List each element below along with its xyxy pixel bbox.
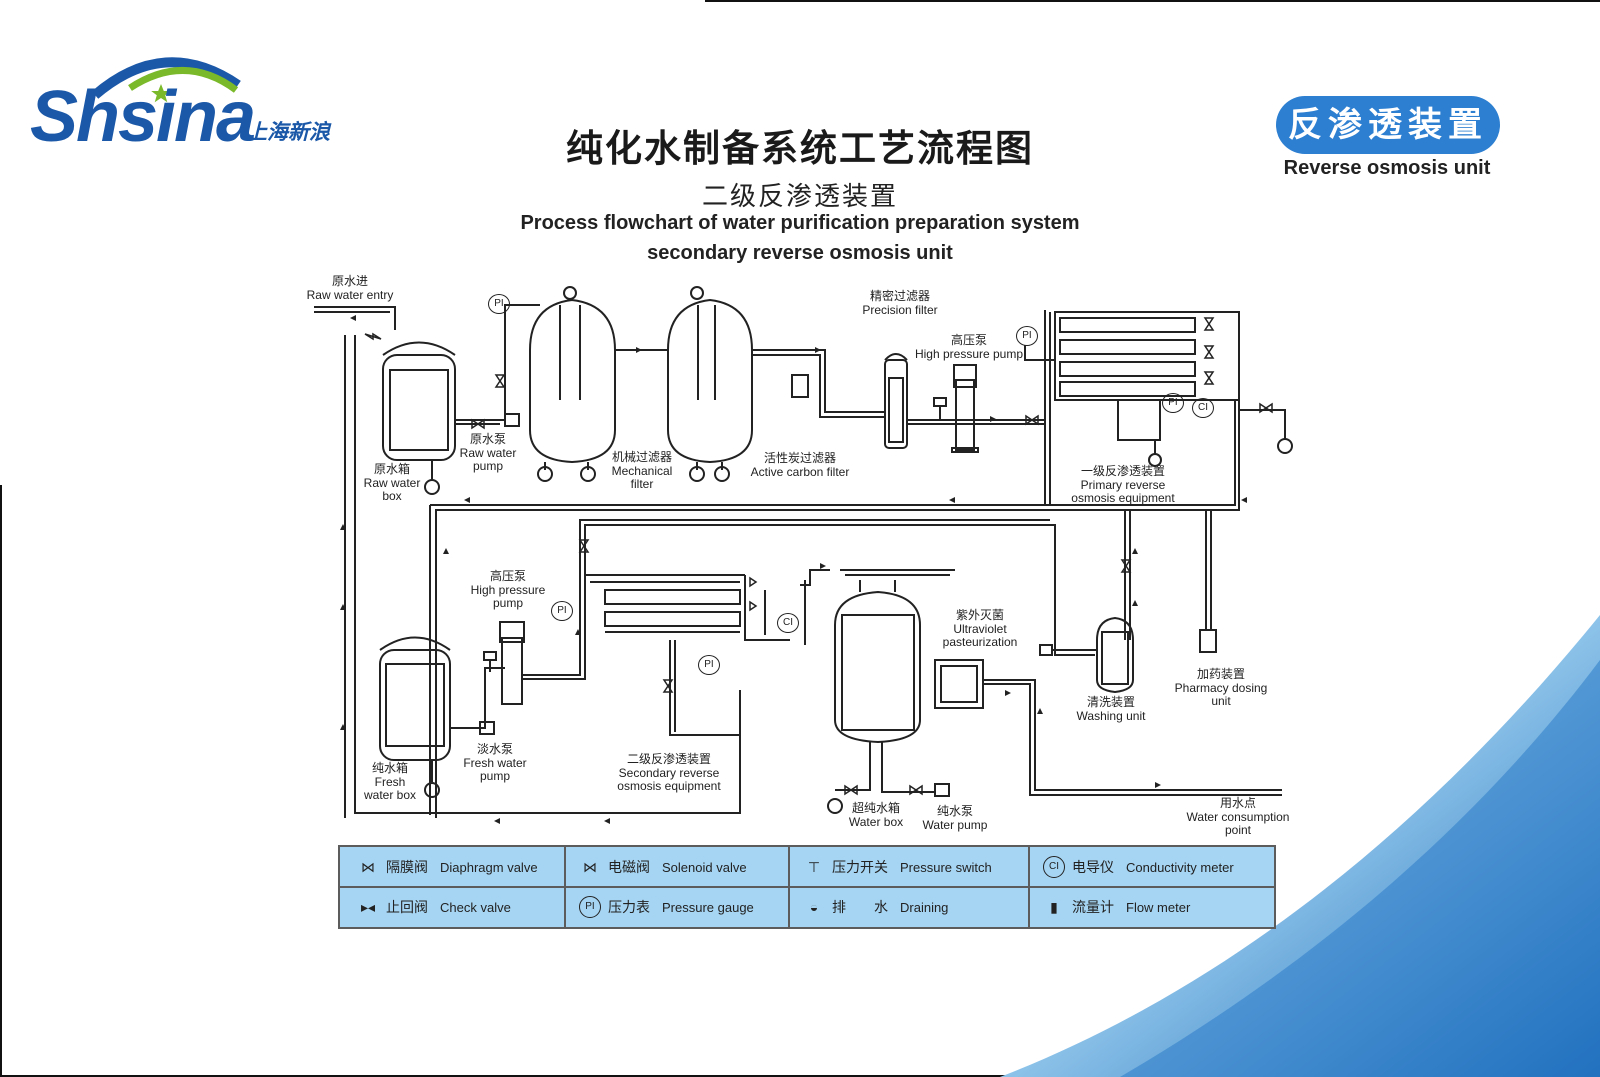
label-washing-unit: 清洗装置 Washing unit (1076, 695, 1146, 723)
logo-arc-blue (91, 57, 241, 99)
label-high-pressure-pump-2: 高压泵 High pressure pump (470, 569, 546, 610)
pressure-gauge-icon: PI (488, 294, 510, 314)
legend-pressure-switch: ⊤ 压力开关 Pressure switch (796, 847, 992, 887)
label-mechanical-filter: 机械过滤器 Mechanical filter (611, 450, 673, 491)
pressure-gauge-icon: PI (1016, 326, 1038, 346)
brand-logo-cn: 上海新浪 (246, 120, 330, 144)
pressure-gauge-icon: PI (1162, 393, 1184, 413)
label-water-consumption-point: 用水点 Water consumption point (1186, 796, 1290, 837)
legend-check-valve: ▸◂ 止回阀 Check valve (350, 887, 511, 927)
legend-draining: ◒ 排 水 Draining (796, 887, 949, 927)
legend-pressure-gauge: PI 压力表 Pressure gauge (572, 887, 754, 927)
legend-conductivity-meter: CI 电导仪 Conductivity meter (1036, 847, 1234, 887)
pressure-gauge-icon: PI (698, 655, 720, 675)
label-fresh-water-pump: 淡水泵 Fresh water pump (463, 742, 527, 783)
page-title-en-line2: secondary reverse osmosis unit (647, 242, 953, 264)
label-pharmacy-dosing: 加药装置 Pharmacy dosing unit (1174, 667, 1268, 708)
label-raw-water-box: 原水箱 Raw water box (363, 462, 421, 503)
legend-diaphragm-valve: ⋈ 隔膜阀 Diaphragm valve (350, 847, 538, 887)
label-primary-ro: 一级反渗透装置 Primary reverse osmosis equipmen… (1071, 464, 1175, 505)
legend-divider (564, 847, 566, 927)
legend-divider (340, 886, 1274, 888)
solenoid-valve-icon: ⋈ (583, 858, 597, 875)
pressure-switch-icon: ⊤ (807, 858, 821, 875)
legend-solenoid-valve: ⋈ 电磁阀 Solenoid valve (572, 847, 747, 887)
brand-logo: Shsina (30, 77, 256, 157)
legend-table: ⋈ 隔膜阀 Diaphragm valve ⋈ 电磁阀 Solenoid val… (338, 845, 1276, 929)
pressure-gauge-icon: PI (572, 896, 608, 918)
check-valve-icon: ▸◂ (360, 898, 376, 915)
legend-divider (788, 847, 790, 927)
label-high-pressure-pump-1: 高压泵 High pressure pump (914, 333, 1024, 361)
flow-meter-icon: ▮ (1050, 898, 1058, 915)
page-title-cn: 纯化水制备系统工艺流程图 (566, 127, 1034, 170)
label-precision-filter: 精密过滤器 Precision filter (862, 289, 938, 317)
legend-flow-meter: ▮ 流量计 Flow meter (1036, 887, 1190, 927)
legend-divider (1028, 847, 1030, 927)
label-ultrapure-water-box: 超纯水箱 Water box (848, 801, 904, 829)
drain-icon: ◒ (809, 899, 819, 915)
conductivity-meter-icon: CI (1192, 398, 1214, 418)
ro-unit-badge-en: Reverse osmosis unit (1283, 157, 1491, 179)
label-uv-pasteurization: 紫外灭菌 Ultraviolet pasteurization (942, 608, 1018, 649)
logo-arc-green (128, 67, 239, 93)
page-title-en-line1: Process flowchart of water purification … (520, 212, 1080, 234)
label-fresh-water-box: 纯水箱 Fresh water box (363, 761, 417, 802)
ro-unit-badge: 反渗透装置 (1276, 96, 1500, 154)
legend-row-1: ⋈ 隔膜阀 Diaphragm valve ⋈ 电磁阀 Solenoid val… (340, 847, 1274, 887)
conductivity-meter-icon: CI (777, 613, 799, 633)
label-secondary-ro: 二级反渗透装置 Secondary reverse osmosis equipm… (617, 752, 721, 793)
page-subtitle-cn: 二级反渗透装置 (701, 182, 898, 212)
pressure-gauge-icon: PI (551, 601, 573, 621)
legend-row-2: ▸◂ 止回阀 Check valve PI 压力表 Pressure gauge… (340, 887, 1274, 927)
conductivity-meter-icon: CI (1036, 856, 1072, 878)
diaphragm-valve-icon: ⋈ (361, 858, 375, 875)
label-active-carbon-filter: 活性炭过滤器 Active carbon filter (750, 451, 850, 479)
label-raw-water-pump: 原水泵 Raw water pump (459, 432, 517, 473)
label-water-pump: 纯水泵 Water pump (922, 804, 988, 832)
label-raw-water-entry: 原水进 Raw water entry (306, 274, 394, 302)
